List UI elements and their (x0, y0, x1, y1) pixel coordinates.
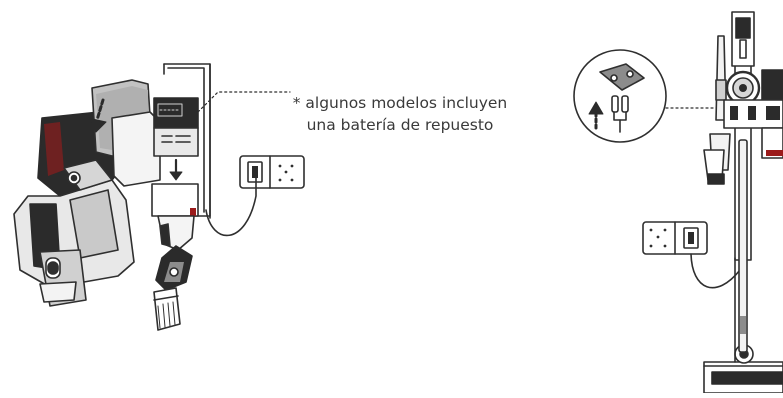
spare-battery-note: * algunos modelos incluyen una batería d… (270, 92, 530, 136)
up-arrow-icon (588, 101, 604, 130)
spare-battery-note-line-1: * algunos modelos incluyen (292, 94, 508, 112)
spare-battery-note-line-2: una batería de repuesto (306, 116, 494, 134)
down-arrow-icon (169, 158, 183, 181)
charging-cable (690, 149, 743, 289)
down-arrow-icon (87, 98, 107, 133)
charging-cable (205, 173, 257, 237)
battery-icon (153, 97, 199, 157)
handheld-vacuum-icon (151, 183, 199, 331)
annotation-leader-line (197, 91, 291, 113)
wall-outlet-icon (239, 155, 305, 189)
stick-vacuum-icon (703, 11, 783, 394)
wall-outlet-icon (642, 221, 708, 255)
power-adapter-plug-icon (573, 49, 667, 143)
handheld-vacuum-icon (13, 79, 161, 307)
